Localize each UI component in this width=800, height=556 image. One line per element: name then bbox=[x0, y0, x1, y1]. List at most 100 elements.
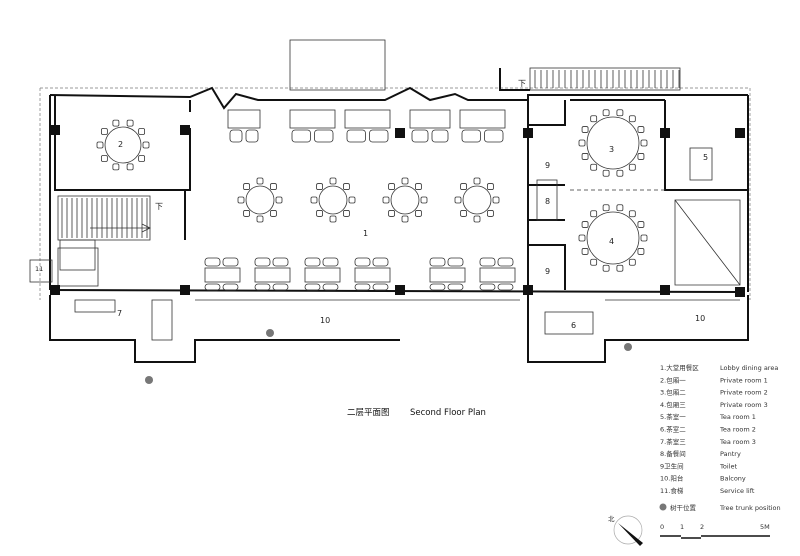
rect-table bbox=[304, 267, 341, 283]
scale-tick: 5M bbox=[760, 523, 770, 531]
chair bbox=[479, 257, 496, 267]
legend-item-en: Tea room 2 bbox=[719, 426, 756, 434]
chair bbox=[126, 163, 134, 171]
chair bbox=[628, 210, 636, 218]
chair bbox=[420, 196, 428, 204]
chair bbox=[429, 283, 446, 291]
chair bbox=[492, 196, 500, 204]
chair bbox=[590, 115, 598, 123]
legend-item-zh: 1.大堂用餐区 bbox=[660, 363, 699, 372]
chair bbox=[487, 183, 494, 190]
booth-table bbox=[459, 109, 506, 129]
booth-seat bbox=[245, 129, 259, 143]
booth-seat bbox=[291, 129, 311, 143]
round-table bbox=[318, 185, 348, 215]
chair bbox=[204, 283, 221, 291]
legend-item-en: Lobby dining area bbox=[720, 364, 778, 372]
chair bbox=[310, 196, 318, 204]
chair bbox=[329, 177, 337, 185]
chair bbox=[473, 215, 481, 223]
scale-tick: 1 bbox=[680, 523, 684, 531]
legend-item-zh: 9卫生间 bbox=[660, 461, 684, 470]
room-label-8: 8 bbox=[545, 197, 550, 206]
pantry-counter bbox=[536, 179, 558, 221]
round-tables bbox=[96, 109, 648, 272]
room-label-9a: 9 bbox=[545, 161, 550, 170]
booth-seat bbox=[461, 129, 481, 143]
columns bbox=[50, 125, 745, 297]
chair bbox=[142, 141, 150, 149]
chair bbox=[243, 210, 250, 217]
chair bbox=[401, 215, 409, 223]
rect-table bbox=[354, 267, 391, 283]
chair bbox=[602, 169, 610, 177]
roof-outline bbox=[39, 87, 751, 300]
balcony-south-left bbox=[49, 295, 749, 363]
chair bbox=[270, 183, 277, 190]
legend-item-en: Private room 2 bbox=[720, 389, 768, 397]
chair bbox=[640, 139, 648, 147]
chair bbox=[628, 258, 636, 266]
column bbox=[50, 125, 60, 135]
chair bbox=[272, 283, 289, 291]
room-label-1: 1 bbox=[363, 229, 368, 238]
chair bbox=[372, 257, 389, 267]
chair bbox=[602, 264, 610, 272]
chair bbox=[343, 210, 350, 217]
chair bbox=[222, 283, 239, 291]
column bbox=[180, 125, 190, 135]
chair bbox=[447, 257, 464, 267]
chair bbox=[637, 126, 645, 133]
rect-table bbox=[479, 267, 516, 283]
round-table bbox=[390, 185, 420, 215]
room-label-11: 11 bbox=[35, 265, 43, 273]
column bbox=[523, 128, 533, 138]
chair bbox=[616, 204, 624, 212]
round-table bbox=[462, 185, 492, 215]
chair bbox=[112, 163, 120, 171]
booth-table bbox=[289, 109, 336, 129]
chair bbox=[590, 258, 598, 266]
chair bbox=[204, 257, 221, 267]
chair bbox=[640, 234, 648, 242]
booth-seat bbox=[484, 129, 504, 143]
chair bbox=[616, 264, 624, 272]
legend-item-zh: 10.阳台 bbox=[660, 474, 683, 483]
chair bbox=[578, 139, 586, 147]
lift-shaft bbox=[57, 247, 99, 287]
room2-wall bbox=[54, 95, 191, 191]
column bbox=[180, 285, 190, 295]
chair bbox=[100, 128, 108, 135]
scale-tick: 2 bbox=[700, 523, 704, 531]
plan-title-en: Second Floor Plan bbox=[410, 408, 486, 418]
legend-item-zh: 2.包厢一 bbox=[660, 375, 686, 384]
tree-legend-en: Tree trunk position bbox=[719, 504, 781, 512]
chair bbox=[429, 257, 446, 267]
room-label-3: 3 bbox=[609, 145, 614, 154]
chair bbox=[628, 163, 636, 171]
chair bbox=[256, 215, 264, 223]
round-table bbox=[586, 211, 640, 265]
chair bbox=[447, 283, 464, 291]
room-label-9b: 9 bbox=[545, 267, 550, 276]
void bbox=[674, 199, 741, 286]
chair bbox=[473, 177, 481, 185]
tree-trunk bbox=[266, 329, 274, 337]
legend: 1.大堂用餐区 Lobby dining area 2.包厢一 Private roo… bbox=[660, 363, 778, 495]
chair bbox=[581, 248, 589, 255]
chair bbox=[316, 183, 323, 190]
legend-item-zh: 3.包厢二 bbox=[660, 388, 686, 397]
room-label-4: 4 bbox=[609, 237, 614, 246]
stair-down-label: 下 bbox=[155, 202, 163, 211]
chair bbox=[616, 169, 624, 177]
tree-legend-zh: 树干位置 bbox=[670, 503, 697, 512]
chair bbox=[322, 257, 339, 267]
tree-trunk bbox=[624, 343, 632, 351]
chair bbox=[222, 257, 239, 267]
chair bbox=[254, 283, 271, 291]
legend-item-en: Private room 3 bbox=[720, 401, 768, 409]
legend-item-en: Tea room 1 bbox=[719, 413, 756, 421]
chair bbox=[415, 183, 422, 190]
chair bbox=[275, 196, 283, 204]
